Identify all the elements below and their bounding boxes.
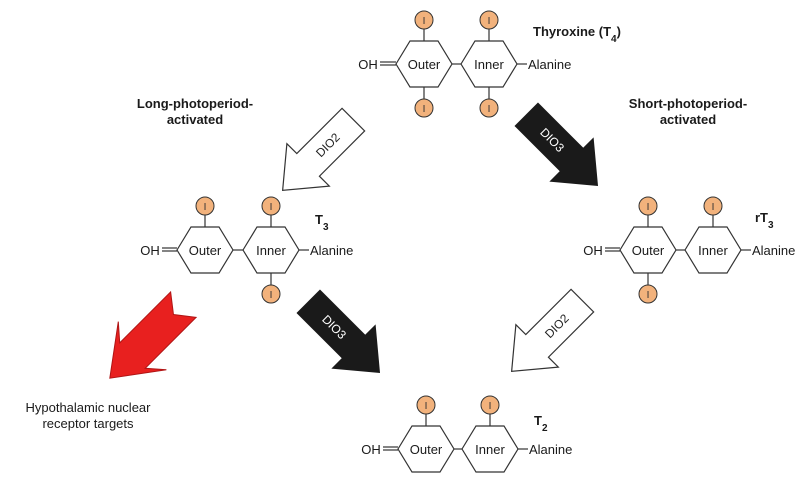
arrow-t4-to-t3: DIO2 — [281, 107, 366, 192]
hydroxyl-label: OH — [140, 243, 160, 258]
outer-ring-label: Outer — [189, 243, 222, 258]
inner-ring-label: Inner — [698, 243, 728, 258]
iodine-atom — [479, 98, 499, 118]
iodine-label: I — [489, 401, 492, 412]
short-photoperiod-label-line2: activated — [660, 112, 716, 127]
iodine-label: I — [647, 202, 650, 213]
iodine-atom — [638, 196, 658, 216]
inner-ring-label: Inner — [475, 442, 505, 457]
iodine-label: I — [270, 290, 273, 301]
iodine-atom — [414, 98, 434, 118]
iodine-atom — [195, 196, 215, 216]
iodine-label: I — [270, 202, 273, 213]
hypothalamic-label-line1: Hypothalamic nuclear — [25, 400, 151, 415]
arrow-t3-to-t2: DIO3 — [296, 289, 381, 374]
iodine-label: I — [488, 16, 491, 27]
iodine-label: I — [423, 16, 426, 27]
iodine-atom — [261, 196, 281, 216]
iodine-label: I — [425, 401, 428, 412]
molecule-name: Thyroxine (T4) — [533, 24, 621, 45]
molecule-name: rT3 — [755, 210, 774, 231]
alanine-label: Alanine — [752, 243, 795, 258]
long-photoperiod-label-line1: Long-photoperiod- — [137, 96, 253, 111]
hydroxyl-label: OH — [583, 243, 603, 258]
iodine-label: I — [488, 104, 491, 115]
arrow-rt3-to-t2: DIO2 — [510, 288, 595, 373]
hydroxyl-label: OH — [361, 442, 381, 457]
arrow-t4-to-rt3: DIO3 — [514, 102, 599, 187]
iodine-label: I — [647, 290, 650, 301]
hydroxyl-label: OH — [358, 57, 378, 72]
iodine-atom — [703, 196, 723, 216]
outer-ring-label: Outer — [632, 243, 665, 258]
alanine-label: Alanine — [529, 442, 572, 457]
inner-ring-label: Inner — [256, 243, 286, 258]
outer-ring-label: Outer — [410, 442, 443, 457]
molecule-name: T3 — [315, 212, 329, 233]
iodine-atom — [261, 284, 281, 304]
iodine-atom — [638, 284, 658, 304]
hypothalamic-label-line2: receptor targets — [42, 416, 134, 431]
molecule-t2: OH Outer Inner Alanine I I T2 — [361, 395, 572, 473]
molecule-name: T2 — [534, 413, 548, 434]
alanine-label: Alanine — [310, 243, 353, 258]
outer-ring-label: Outer — [408, 57, 441, 72]
long-photoperiod-label-line2: activated — [167, 112, 223, 127]
short-photoperiod-label-line1: Short-photoperiod- — [629, 96, 747, 111]
iodine-atom — [479, 10, 499, 30]
alanine-label: Alanine — [528, 57, 571, 72]
inner-ring-label: Inner — [474, 57, 504, 72]
iodine-label: I — [712, 202, 715, 213]
iodine-atom — [480, 395, 500, 415]
iodine-label: I — [423, 104, 426, 115]
iodine-atom — [414, 10, 434, 30]
iodine-label: I — [204, 202, 207, 213]
iodine-atom — [416, 395, 436, 415]
arrow-t3-to-receptors — [109, 290, 198, 379]
